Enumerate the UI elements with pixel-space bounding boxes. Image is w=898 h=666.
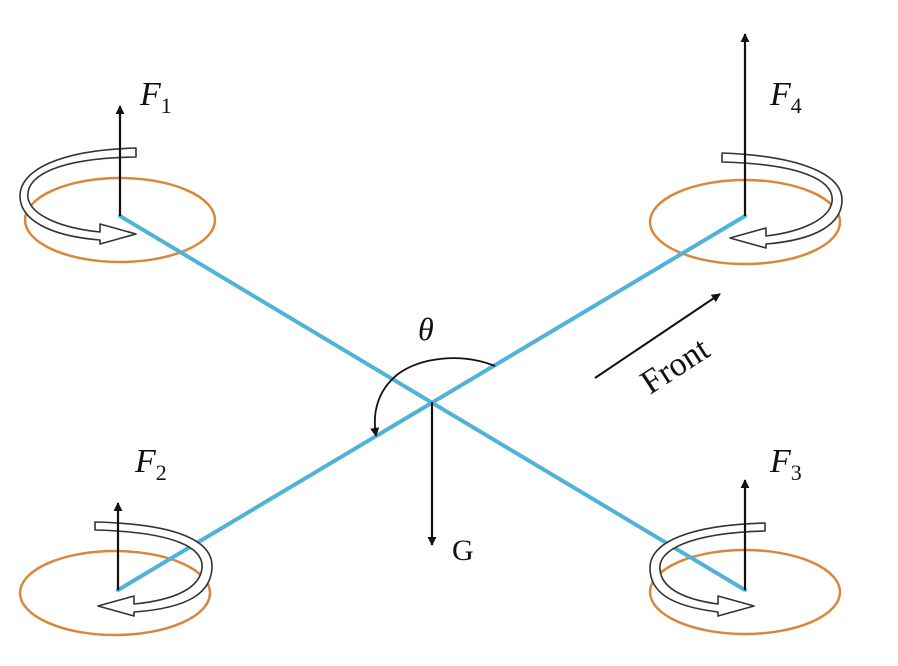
label-f3-main: F [769,443,792,480]
label-f4: F4 [769,76,802,118]
thrust-arrows [113,33,750,590]
front-direction-arrow [594,293,721,379]
label-theta: θ [418,311,434,347]
spin-arrow-2 [94,521,213,617]
label-f3: F3 [769,443,802,485]
rotor-disc-2 [18,549,212,637]
label-f1: F1 [139,76,172,118]
label-f1-sub: 1 [161,93,172,118]
spin-arrow-4 [721,152,843,249]
label-f4-sub: 4 [791,93,802,118]
label-f2-sub: 2 [156,460,167,485]
label-front: Front [634,330,716,401]
rotor-discs [18,176,842,637]
spin-arrow-1 [19,147,137,245]
label-f2: F2 [134,443,167,485]
theta-arc [370,357,496,437]
spin-arrow-3 [649,522,766,617]
label-gravity: G [452,534,474,567]
label-f4-main: F [769,76,792,113]
label-f2-main: F [134,443,157,480]
label-f3-sub: 3 [791,460,802,485]
rotation-arrows [19,147,843,617]
label-f1-main: F [139,76,162,113]
